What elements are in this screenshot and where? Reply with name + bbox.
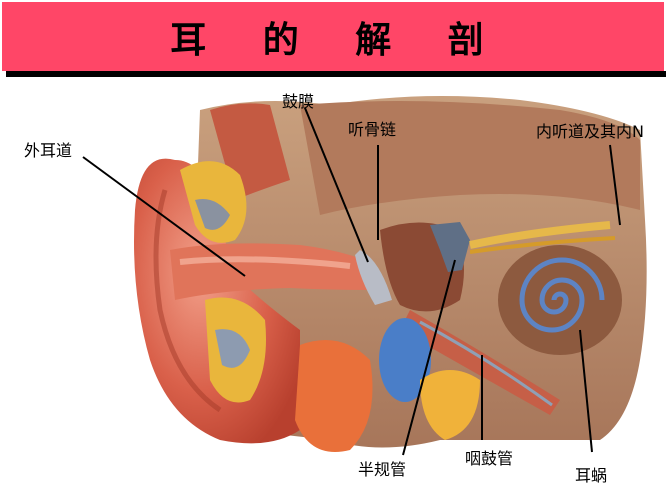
external-canal-highlight <box>179 256 351 269</box>
title-banner: 耳 的 解 剖 <box>2 2 664 71</box>
leader-lines <box>82 107 621 456</box>
ossicles <box>430 222 470 272</box>
label-internal-canal: 内听道及其内N <box>536 122 644 141</box>
label-ossicles: 听骨链 <box>348 120 397 139</box>
cochlea-spiral <box>519 257 605 333</box>
label-eardrum: 鼓膜 <box>282 92 315 111</box>
nerve-bundle <box>469 236 616 254</box>
yellow-gland <box>420 370 480 440</box>
ear-anatomy-illustration <box>82 96 647 456</box>
auricle-inner-fold <box>153 189 222 413</box>
lower-grey <box>215 329 250 368</box>
parotid <box>295 340 373 452</box>
banner-shadow <box>6 71 666 77</box>
jugular-vein <box>379 318 431 402</box>
label-semicircular: 半规管 <box>358 460 407 479</box>
upper-brain-tissue <box>300 101 640 215</box>
eustachian-tube <box>400 310 560 415</box>
label-external-canal: 外耳道 <box>24 141 73 160</box>
mastoid-grey <box>195 199 230 230</box>
eardrum <box>355 250 392 305</box>
page-title: 耳 的 解 剖 <box>170 18 506 61</box>
label-eustachian: 咽鼓管 <box>465 449 514 468</box>
auditory-nerve <box>469 221 611 249</box>
label-cochlea: 耳蜗 <box>575 466 608 485</box>
